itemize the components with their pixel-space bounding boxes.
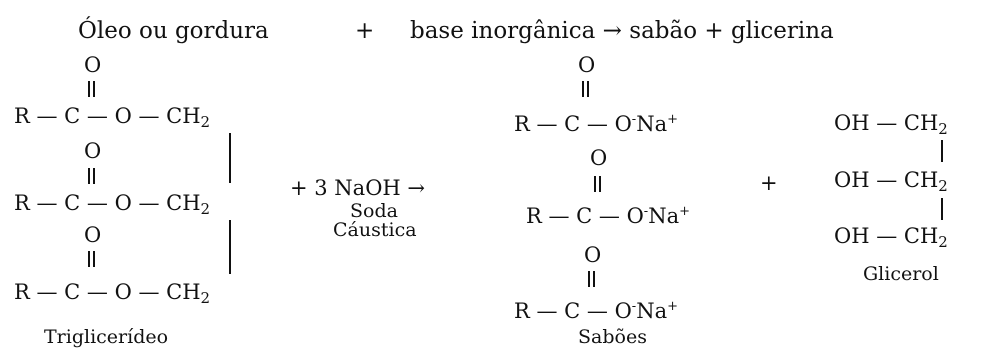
carbonyl-oxygen-1: O [84,53,102,77]
equation-oil: Óleo ou gordura [78,18,269,44]
soap-oxygen-3: O [584,243,602,267]
glycerol-row-1: OH — CH2 [834,111,948,138]
soap-row-3: R — C — O-Na+ [514,299,679,323]
carbonyl-oxygen-2: O [84,139,102,163]
soap-oxygen-1: O [578,53,596,77]
ester-row-2: R — C — O — CH2 [14,191,211,218]
reagent-name-line1: Soda [350,200,398,222]
ester-row-1: R — C — O — CH2 [14,104,211,131]
soap-double-bond-1 [582,81,589,97]
backbone-bond-1 [229,133,231,183]
product-plus: + [760,171,778,195]
soap-double-bond-2 [594,176,601,192]
glycerol-bond-1 [941,140,943,162]
triglyceride-label: Triglicerídeo [44,326,169,348]
soap-row-2: R — C — O-Na+ [526,204,691,228]
soap-label: Sabões [578,326,647,348]
equation-plus: + [355,18,375,44]
equation-products: base inorgânica → sabão + glicerina [410,18,834,44]
glycerol-row-2: OH — CH2 [834,168,948,195]
soap-double-bond-3 [588,271,595,287]
glycerol-row-3: OH — CH2 [834,224,948,251]
ester-row-3: R — C — O — CH2 [14,280,211,307]
double-bond-2 [88,168,95,184]
glycerol-bond-2 [941,198,943,220]
double-bond-3 [88,251,95,267]
soap-oxygen-2: O [590,146,608,170]
soap-row-1: R — C — O-Na+ [514,112,679,136]
double-bond-1 [88,81,95,97]
glycerol-label: Glicerol [863,263,939,285]
carbonyl-oxygen-3: O [84,223,102,247]
backbone-bond-2 [229,220,231,274]
naoh-reagent: + 3 NaOH → [290,176,426,200]
reagent-name-line2: Cáustica [333,219,417,241]
